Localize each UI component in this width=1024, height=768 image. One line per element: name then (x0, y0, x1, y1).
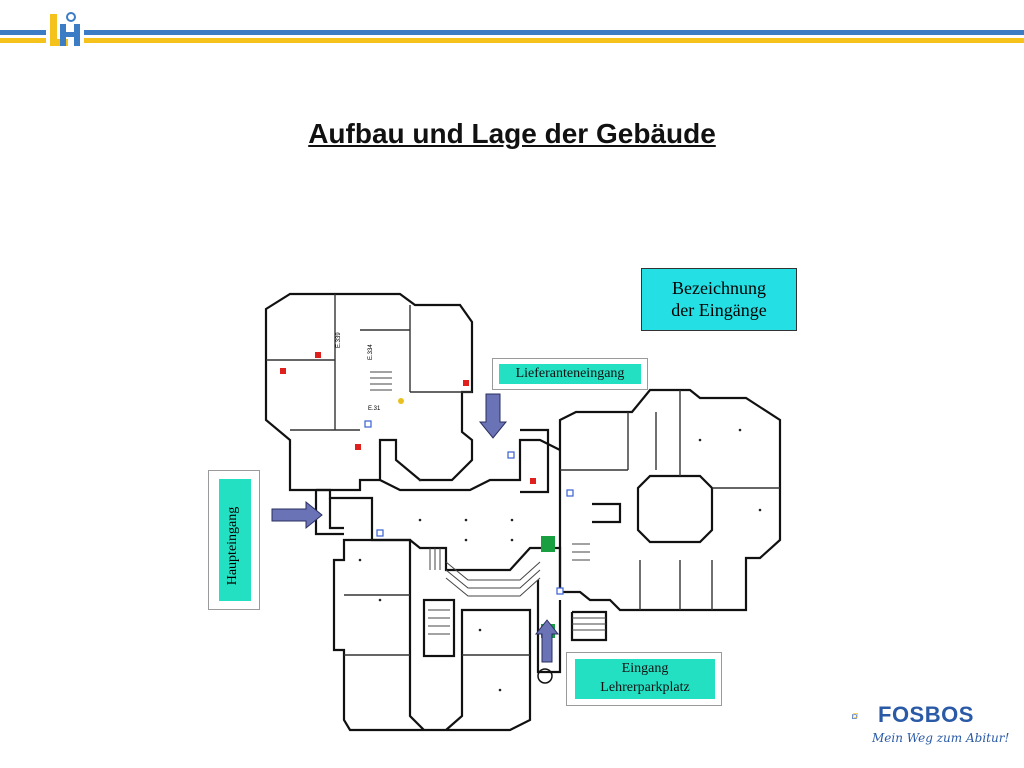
legend-line: Bezeichnung (672, 278, 766, 298)
fosbos-name: FOSBOS (878, 702, 974, 727)
label-main-entrance-bg (219, 479, 251, 601)
legend-line: der Eingänge (671, 300, 767, 320)
label-supplier-entrance: Lieferanteneingang (492, 358, 648, 390)
arrow-icon (271, 500, 323, 530)
school-logo-icon (46, 10, 84, 50)
header-stripe-blue (0, 30, 1024, 35)
page-title: Aufbau und Lage der Gebäude (308, 118, 716, 149)
label-main-entrance-text: Haupteingang (225, 506, 240, 586)
legend-box: Bezeichnung der Eingänge (641, 268, 797, 331)
label-teacher-line: Eingang (621, 661, 669, 676)
room-label: E.334 (368, 344, 374, 360)
header-stripe-yellow (0, 38, 1024, 43)
fosbos-logo-icon (852, 713, 858, 719)
label-main-entrance-text-wrap: Haupteingang (218, 486, 248, 606)
fosbos-slogan: Mein Weg zum Abitur! (872, 731, 1010, 745)
label-teacher-line: Lehrerparkplatz (600, 680, 690, 695)
room-label: E.339 (336, 332, 342, 348)
arrow-icon (534, 619, 560, 663)
label-supplier-entrance-text: Lieferanteneingang (499, 364, 641, 384)
label-main-entrance (208, 470, 260, 610)
room-label: E.31 (368, 406, 381, 412)
label-teacher-entrance: Eingang Lehrerparkplatz (566, 652, 722, 706)
arrow-icon (478, 393, 508, 439)
label-teacher-entrance-text: Eingang Lehrerparkplatz (575, 659, 715, 699)
